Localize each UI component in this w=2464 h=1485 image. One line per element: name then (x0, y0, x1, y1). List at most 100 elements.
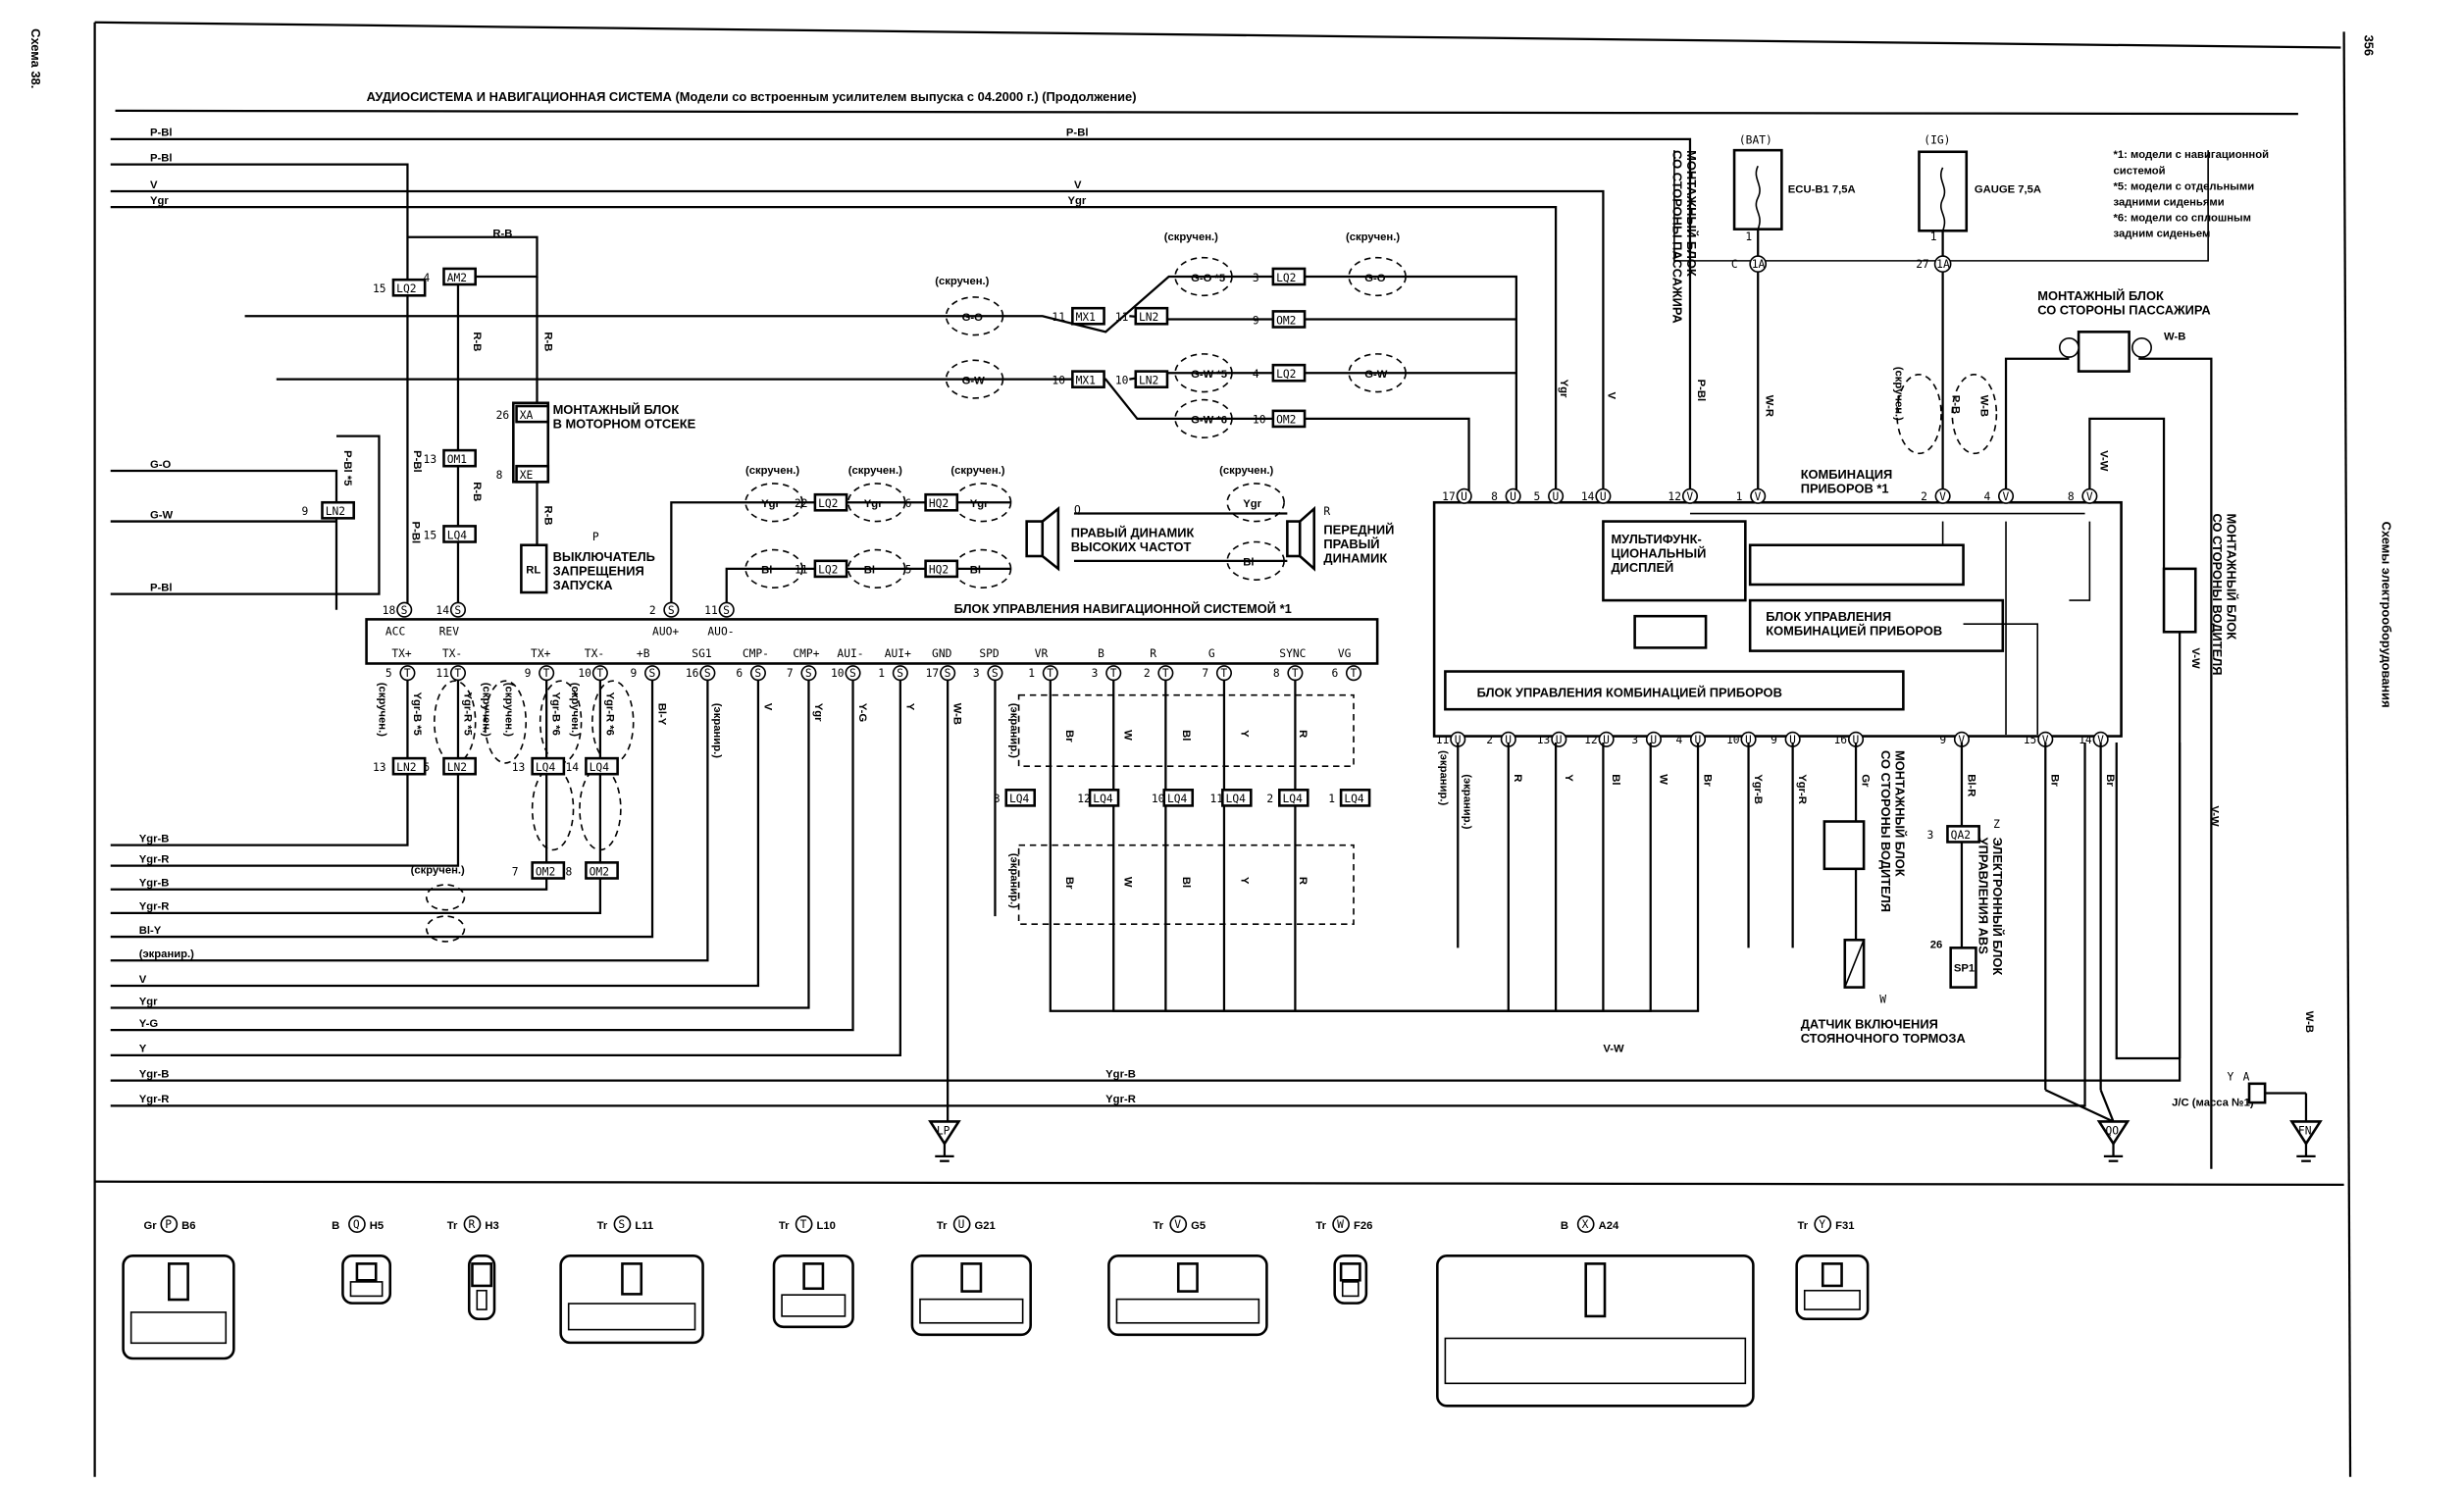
connector-color-line: Tr (1315, 1220, 1326, 1232)
wire-label: Br (1701, 774, 1713, 787)
connector-id: V (1174, 1218, 1181, 1231)
inline-connector-id: XA (520, 409, 534, 422)
wire-label: Y (1239, 877, 1251, 885)
nav-pin-name: GND (932, 647, 952, 660)
junction-block-connector-line: 1A (1752, 258, 1766, 271)
inline-connector-pin: 8 (565, 865, 572, 878)
cluster-top-pin-connector-id: U (1461, 490, 1467, 503)
cluster-bottom-pin-connector-id: U (1853, 734, 1860, 746)
wire-label: V-W (2098, 450, 2110, 472)
inline-connector-id: HQ2 (929, 497, 949, 510)
wire-label: R (1512, 774, 1523, 782)
wire-label-line: R-B (542, 505, 554, 525)
inline-connector-pin: 9 (302, 505, 309, 518)
wire-label: Br (1063, 877, 1075, 890)
wire-label-left-line: G-O (150, 459, 172, 471)
inline-connector-pin-line: 26 (496, 409, 510, 422)
nav-bottom-pin-connector-id: S (849, 667, 856, 680)
inline-connector (442, 756, 477, 776)
wire-label-left-line: G-W (150, 509, 174, 521)
inline-connector-pin: 3 (994, 793, 1001, 805)
inline-connector-id: LQ4 (536, 761, 556, 774)
wire-label: R-B (542, 505, 554, 525)
inline-connector-pin-line: 10 (1052, 374, 1065, 386)
wire-label: R-B (471, 482, 483, 501)
inline-connector (1271, 363, 1307, 383)
wire-label-line: P-B (1949, 395, 1961, 414)
inline-connector (531, 756, 566, 776)
twisted-label-line: (скручен.) (745, 465, 799, 477)
wire-label-left: P-Bl (150, 152, 173, 164)
multifunction-display (1602, 520, 1747, 602)
wire-label: Bl-R (1965, 774, 1976, 796)
twisted-pair-shield (847, 483, 906, 523)
nav-pin-name-line: TX+ (391, 647, 412, 660)
inline-connector-id-line: LQ4 (447, 529, 468, 541)
nav-top-pin-pin-number-line: 18 (383, 604, 396, 617)
cluster-bottom-pin-pin-number-line: 9 (1771, 734, 1777, 746)
connector-code: B6 (181, 1220, 195, 1232)
ground-label-line: LP (937, 1124, 950, 1137)
inline-connector-pin: 5 (905, 564, 912, 577)
nav-bottom-pin-pin-number-line: 16 (686, 667, 699, 680)
cluster-top-pin-pin-number-line: 1 (1736, 490, 1743, 503)
inline-connector-id-line: LQ2 (396, 282, 416, 295)
tweeter-label-line: ВЫСОКИХ ЧАСТОТ (1071, 539, 1192, 554)
wire-label: Br (2104, 774, 2116, 787)
cluster-bottom-pin-connector-id-line: U (1694, 734, 1701, 746)
wire-label: Y-G (856, 703, 868, 723)
abs-ecu-id: Z (1993, 818, 2000, 831)
twisted-pair-wire-label-line: Ygr (761, 498, 780, 510)
wire (110, 679, 854, 1032)
connector-id-line: V (1174, 1218, 1181, 1231)
twisted-label-line: (скручен.) (1219, 465, 1273, 477)
inline-connector-id-line: MX1 (1076, 311, 1097, 324)
connector-color-line: Tr (447, 1220, 458, 1232)
inline-connector (1071, 306, 1105, 326)
cluster-bottom-pin-connector-id: U (1789, 734, 1796, 746)
inline-connector (813, 559, 848, 579)
parking-brake-id-line: W (1879, 994, 1886, 1006)
inline-connector (924, 492, 959, 512)
cluster-ecu-label-line: КОМБИНАЦИЕЙ ПРИБОРОВ (1766, 624, 1942, 639)
connector-id: W (1337, 1218, 1344, 1231)
inline-connector-id: LQ2 (396, 282, 416, 295)
inline-connector (585, 756, 619, 776)
inline-connector-id-line: LQ4 (1093, 793, 1113, 805)
wire-label-left: Ygr (150, 195, 169, 207)
connector-code-line: H5 (370, 1220, 384, 1232)
connector-code: G21 (975, 1220, 996, 1232)
front-speaker-id: R (1323, 505, 1330, 518)
inline-connector-pin-line: 7 (512, 865, 519, 878)
wire-label-left: (экранир.) (139, 948, 194, 960)
wire-label-line: R-B (471, 332, 483, 351)
nav-bottom-pin-connector-id-line: S (897, 667, 903, 680)
cluster-top-pin-connector-id: V (1755, 490, 1762, 503)
nav-bottom-pin-pin-number-line: 10 (831, 667, 845, 680)
inline-connector-id: LN2 (396, 761, 416, 774)
cluster-ecu-label: БЛОК УПРАВЛЕНИЯ КОМБИНАЦИЕЙ ПРИБОРОВ (1477, 685, 1782, 699)
wire-label: V (1074, 179, 1082, 191)
twisted-pair-wire-label-line: G-W (962, 375, 986, 386)
twisted-pair-wire-label: G-W (1364, 369, 1388, 381)
cluster-bottom-pin-pin-number-line: 4 (1675, 734, 1682, 746)
connector-id-circle (463, 1215, 482, 1233)
connector-id: Q (353, 1218, 360, 1231)
inline-connector-id: LQ2 (1276, 272, 1296, 284)
tweeter-id-line: Q (1074, 504, 1081, 517)
wire-label: R-B (492, 229, 512, 240)
nav-bottom-pin-connector-id: S (945, 667, 951, 680)
twisted-label-line: (скручен.) (1346, 231, 1400, 243)
wires-bottom (110, 679, 2182, 1122)
start-switch-label-line: ЗАПРЕЩЕНИЯ (553, 563, 644, 578)
wire-label-left: Ygr-B (139, 878, 170, 890)
connector-pin-row (567, 1303, 696, 1331)
twisted-pair-wire-label-line: Ygr (970, 498, 989, 510)
wire-label-line: P-Bl (1066, 128, 1089, 139)
inline-connector-pin-line: 9 (1253, 314, 1259, 327)
